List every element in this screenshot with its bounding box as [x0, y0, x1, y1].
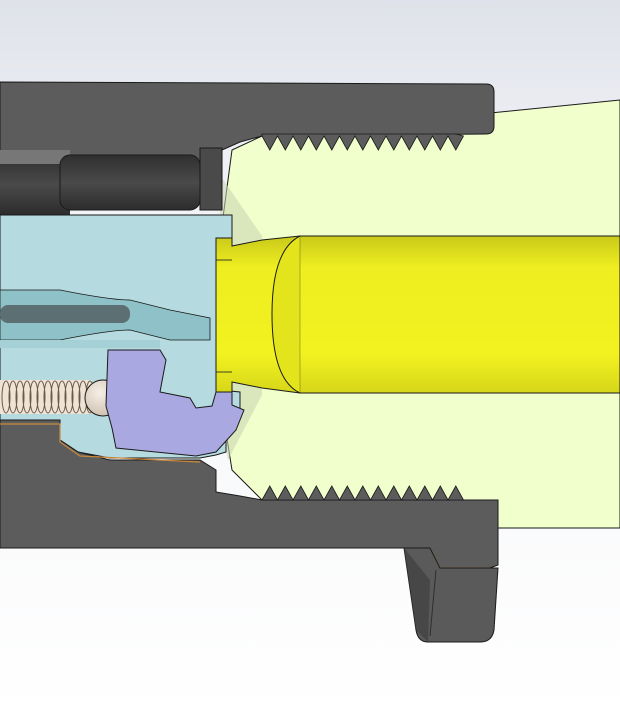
spring-coil	[71, 380, 81, 414]
spring-coil	[50, 380, 60, 414]
extractor-spring	[0, 380, 95, 414]
spring-coil	[64, 380, 74, 414]
extractor	[105, 349, 245, 457]
spring-coil	[43, 380, 53, 414]
spring-coil	[1, 380, 11, 414]
thread-profile-top	[261, 133, 465, 151]
cartridge-case	[215, 235, 620, 394]
spring-coil	[57, 380, 67, 414]
spring-coil	[22, 380, 32, 414]
thread-profile-bottom	[261, 485, 465, 501]
spring-coil	[15, 380, 25, 414]
spring-coil	[8, 380, 18, 414]
receiver-upper	[0, 81, 495, 176]
spring-coil	[29, 380, 39, 414]
bolt-carrier	[0, 147, 223, 215]
spring-coil	[36, 380, 46, 414]
